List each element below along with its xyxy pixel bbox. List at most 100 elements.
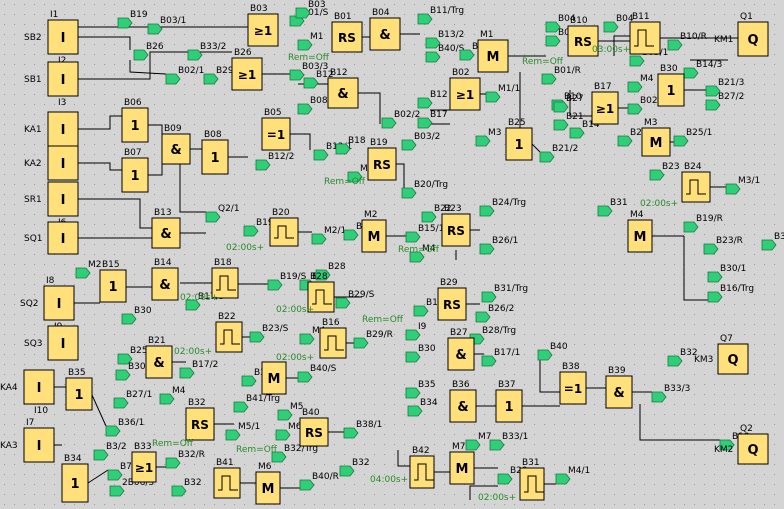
connector-flag[interactable]: B30 — [121, 306, 152, 325]
connector-flag[interactable]: B35 — [405, 380, 436, 399]
connector-flag[interactable]: B18 — [335, 136, 366, 155]
connector-flag[interactable]: M4 — [299, 326, 326, 345]
connector-flag[interactable]: B7/1 — [107, 462, 141, 481]
connector-flag[interactable]: B02/1 — [165, 66, 204, 85]
connector-flag[interactable]: Q2/1 — [205, 204, 240, 223]
block-b31[interactable]: B31 — [519, 458, 545, 501]
connector-flag[interactable]: B26/2 — [475, 304, 514, 323]
connector-flag[interactable]: B19 — [117, 10, 148, 29]
block-m2[interactable]: MM2 — [361, 210, 387, 253]
connector-flag[interactable]: M2 — [75, 260, 102, 279]
connector-flag[interactable]: M1/1 — [485, 84, 520, 103]
block-i8[interactable]: II8I9SQ2 — [20, 276, 75, 332]
connector-flag[interactable]: M4 — [409, 244, 436, 263]
connector-flag[interactable]: M6 — [275, 422, 302, 441]
connector-flag[interactable]: M5/1 — [225, 422, 260, 441]
connector-flag[interactable]: B01/R — [541, 66, 581, 85]
block-b27[interactable]: &B27 — [447, 328, 475, 371]
block-m4[interactable]: MM4 — [627, 210, 653, 253]
connector-flag[interactable]: B32/R — [165, 450, 205, 469]
block-b09[interactable]: &B09 — [161, 124, 191, 165]
block-b04[interactable]: &B04 — [369, 8, 401, 51]
connector-flag[interactable]: B3/2 — [93, 442, 127, 461]
connector-flag[interactable]: B20/Trg — [401, 180, 448, 199]
block-b36[interactable]: &B36 — [449, 380, 477, 423]
block-b16[interactable]: B16 — [319, 318, 347, 359]
connector-flag[interactable]: B19 — [243, 218, 274, 237]
connector-flag[interactable]: M1 — [297, 32, 324, 51]
connector-flag[interactable]: B19/R — [683, 214, 723, 233]
block-b12[interactable]: &B12 — [327, 68, 359, 109]
connector-flag[interactable]: B24 — [617, 128, 648, 147]
connector-flag[interactable]: B25/1 — [673, 128, 712, 147]
connector-flag[interactable]: B03 — [295, 0, 326, 19]
connector-flag[interactable]: B17/3 — [185, 292, 224, 311]
connector-flag[interactable]: B14 — [569, 120, 600, 139]
connector-flag[interactable]: B12/2 — [255, 152, 294, 171]
connector-flag[interactable]: B36/1 — [105, 418, 144, 437]
block-b24[interactable]: B24 — [681, 162, 711, 203]
connector-flag[interactable]: M7 — [465, 432, 492, 451]
connector-flag[interactable]: B28 — [315, 262, 346, 281]
connector-flag[interactable]: B26/1 — [479, 236, 518, 255]
connector-flag[interactable]: B22 — [421, 204, 452, 223]
connector-flag[interactable]: B23/S — [249, 324, 289, 343]
connector-flag[interactable]: B32/Trg — [271, 444, 318, 463]
connector-flag[interactable]: B17/1 — [481, 348, 520, 367]
connector-flag[interactable]: B40 — [537, 342, 568, 361]
block-m5[interactable]: M — [261, 361, 287, 395]
connector-flag[interactable]: B16 — [413, 298, 444, 317]
connector-flag[interactable]: B04 — [603, 14, 634, 33]
block-m1[interactable]: MM1 — [477, 30, 509, 73]
block-b11[interactable]: B11 — [629, 12, 661, 55]
connector-flag[interactable]: B04 — [545, 14, 576, 33]
block-b28[interactable]: B28 — [307, 272, 335, 313]
connector-flag[interactable]: B27/2 — [705, 92, 744, 111]
connector-flag[interactable]: B38/1 — [343, 420, 382, 439]
connector-flag[interactable]: B33/3 — [651, 384, 690, 403]
connector-flag[interactable]: B33/1 — [489, 432, 528, 451]
connector-flag[interactable]: B30 — [115, 362, 146, 381]
connector-flag[interactable]: B02/3 — [627, 96, 666, 115]
connector-flag[interactable]: B19/S — [267, 272, 307, 291]
connector-flag[interactable]: B32/S — [761, 232, 784, 251]
block-b18[interactable]: B18 — [211, 258, 239, 299]
block-b14[interactable]: &B14 — [151, 258, 179, 301]
connector-flag[interactable]: B29/S — [335, 290, 375, 309]
connector-flag[interactable]: B34 — [407, 398, 438, 417]
connector-flag[interactable]: B32 — [171, 478, 202, 497]
connector-flag[interactable]: B30/1 — [707, 264, 746, 283]
block-b42[interactable]: B42 — [409, 446, 435, 489]
connector-flag[interactable]: B03/3 — [289, 62, 328, 81]
connector-flag[interactable]: B31 — [597, 198, 628, 217]
block-i5[interactable]: II5KA2 — [24, 145, 79, 192]
connector-flag[interactable]: B29/R — [353, 330, 393, 349]
connector-flag[interactable]: B03/1 — [147, 16, 186, 35]
block-b41[interactable]: B41 — [213, 458, 241, 499]
connector-flag[interactable]: B11/Trg — [417, 6, 464, 25]
connector-flag[interactable]: B32 — [667, 348, 698, 367]
connector-flag[interactable]: B08 — [297, 96, 328, 115]
connector-flag[interactable]: B17/2 — [179, 360, 218, 379]
connector-flag[interactable]: B10/R — [667, 32, 707, 51]
